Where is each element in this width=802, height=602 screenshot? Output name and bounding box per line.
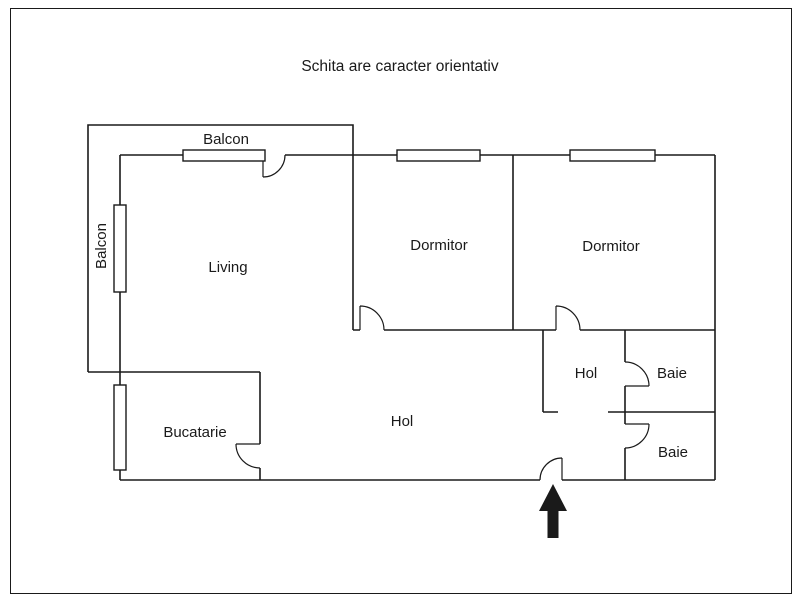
- room-label-hol-main: Hol: [391, 413, 414, 430]
- entrance-arrow-icon: [539, 484, 567, 538]
- room-label-balcon-top: Balcon: [203, 131, 249, 148]
- balcony-window: [182, 149, 266, 162]
- dormitor2-window: [569, 149, 656, 162]
- windows: [113, 149, 656, 471]
- room-label-bucatarie: Bucatarie: [163, 424, 226, 441]
- bucatarie-door-arc: [235, 443, 261, 469]
- doors: [235, 154, 650, 481]
- entrance-door-arc: [539, 457, 563, 481]
- dormitor2-door-arc: [555, 305, 581, 331]
- room-label-living: Living: [208, 259, 247, 276]
- balcony-door-arc: [262, 154, 286, 178]
- room-label-dormitor-1: Dormitor: [410, 237, 468, 254]
- baie-bottom-door-arc: [624, 423, 650, 449]
- dormitor1-window: [396, 149, 481, 162]
- room-label-dormitor-2: Dormitor: [582, 238, 640, 255]
- page-border: [10, 8, 792, 594]
- room-label-hol-small: Hol: [575, 365, 598, 382]
- balcony-wall: [87, 124, 354, 372]
- baie-top-door-arc: [624, 361, 650, 387]
- bucatarie-window: [113, 384, 127, 471]
- room-label-baie-bottom: Baie: [658, 444, 688, 461]
- small-hall-wall: [542, 330, 715, 413]
- disclaimer-title: Schita are caracter orientativ: [301, 58, 499, 75]
- room-label-balcon-left: Balcon: [93, 223, 110, 269]
- dormitor1-door-arc: [359, 305, 385, 331]
- balcony-side-window: [113, 204, 127, 293]
- room-labels: Balcon Balcon Living Dormitor Dormitor B…: [93, 131, 688, 461]
- room-label-baie-top: Baie: [657, 365, 687, 382]
